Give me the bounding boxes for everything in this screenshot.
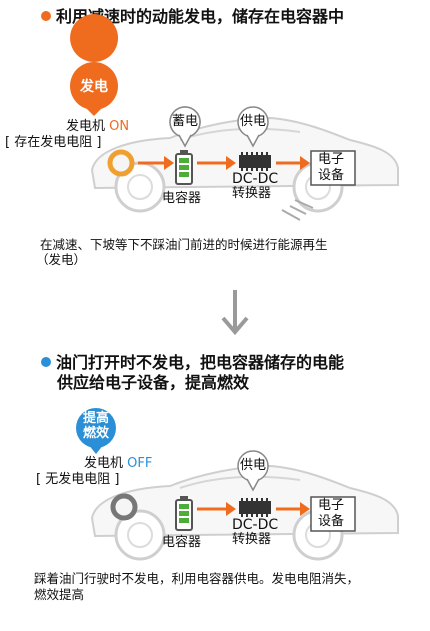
panel1-dcdc-label: DC-DC	[232, 171, 279, 187]
blue-bullet-icon	[41, 357, 51, 367]
panel2-dcdc-label: DC-DC	[232, 517, 279, 533]
generator-off-icon	[110, 493, 138, 521]
panel2-heading: 油门打开时不发电，把电容器储存的电能	[41, 352, 344, 373]
panel2-heading-line2: 供应给电子设备，提高燃效	[57, 373, 250, 392]
panel1-converter-label: 转换器	[232, 186, 272, 201]
panel2-converter-label: 转换器	[232, 532, 272, 547]
panel1-device-line2: 设备	[318, 168, 345, 183]
efficiency-tag-line1: 提高	[82, 411, 109, 426]
panel1-bubble-store: 蓄电	[171, 114, 198, 129]
panel2-capacitor-label: 电容器	[162, 535, 202, 550]
panel2-generator-state: OFF	[127, 456, 153, 471]
supply-bubble-icon	[246, 134, 260, 148]
panel1-generator-label: 发电机 ON	[66, 119, 129, 134]
generator-icon	[107, 149, 135, 177]
panel2-caption-line2: 燃效提高	[34, 587, 85, 602]
orange-bullet-icon	[41, 11, 51, 21]
efficiency-tag-line2: 燃效	[82, 426, 109, 441]
panel1-capacitor-label: 电容器	[162, 191, 202, 206]
panel2-generator-text: 发电机	[84, 456, 124, 471]
panel2-heading-line1: 油门打开时不发电，把电容器储存的电能	[56, 353, 345, 372]
panel1-caption-line2: （发电）	[36, 252, 87, 267]
panel1-bubble-supply: 供电	[239, 114, 266, 129]
panel2-resistance-note: [ 无发电电阻 ]	[36, 472, 120, 487]
dcdc-converter-icon	[239, 155, 271, 168]
generate-tag-label: 发电	[80, 79, 108, 95]
panel1-generator-text: 发电机	[66, 119, 106, 134]
panel1-generator-state: ON	[109, 119, 130, 134]
panel1-heading: 利用减速时的动能发电，储存在电容器中	[41, 6, 344, 27]
panel2-generator-label: 发电机 OFF	[84, 456, 152, 471]
panel2-bubble-supply: 供电	[239, 458, 266, 473]
panel2-device-line1: 电子	[318, 498, 345, 513]
panel2-caption-line1: 踩着油门行驶时不发电，利用电容器供电。发电电阻消失，	[34, 571, 360, 586]
panel1-heading-text: 利用减速时的动能发电，储存在电容器中	[56, 7, 345, 26]
panel1-resistance-note: [ 存在发电电阻 ]	[5, 135, 102, 150]
capacitor-icon	[175, 153, 193, 185]
car-rear-wheel	[114, 161, 166, 213]
panel1-device-line1: 电子	[318, 152, 345, 167]
panel1-caption-line1: 在减速、下坡等下不踩油门前进的时候进行能源再生	[40, 237, 328, 252]
panel2-device-line2: 设备	[318, 514, 345, 529]
